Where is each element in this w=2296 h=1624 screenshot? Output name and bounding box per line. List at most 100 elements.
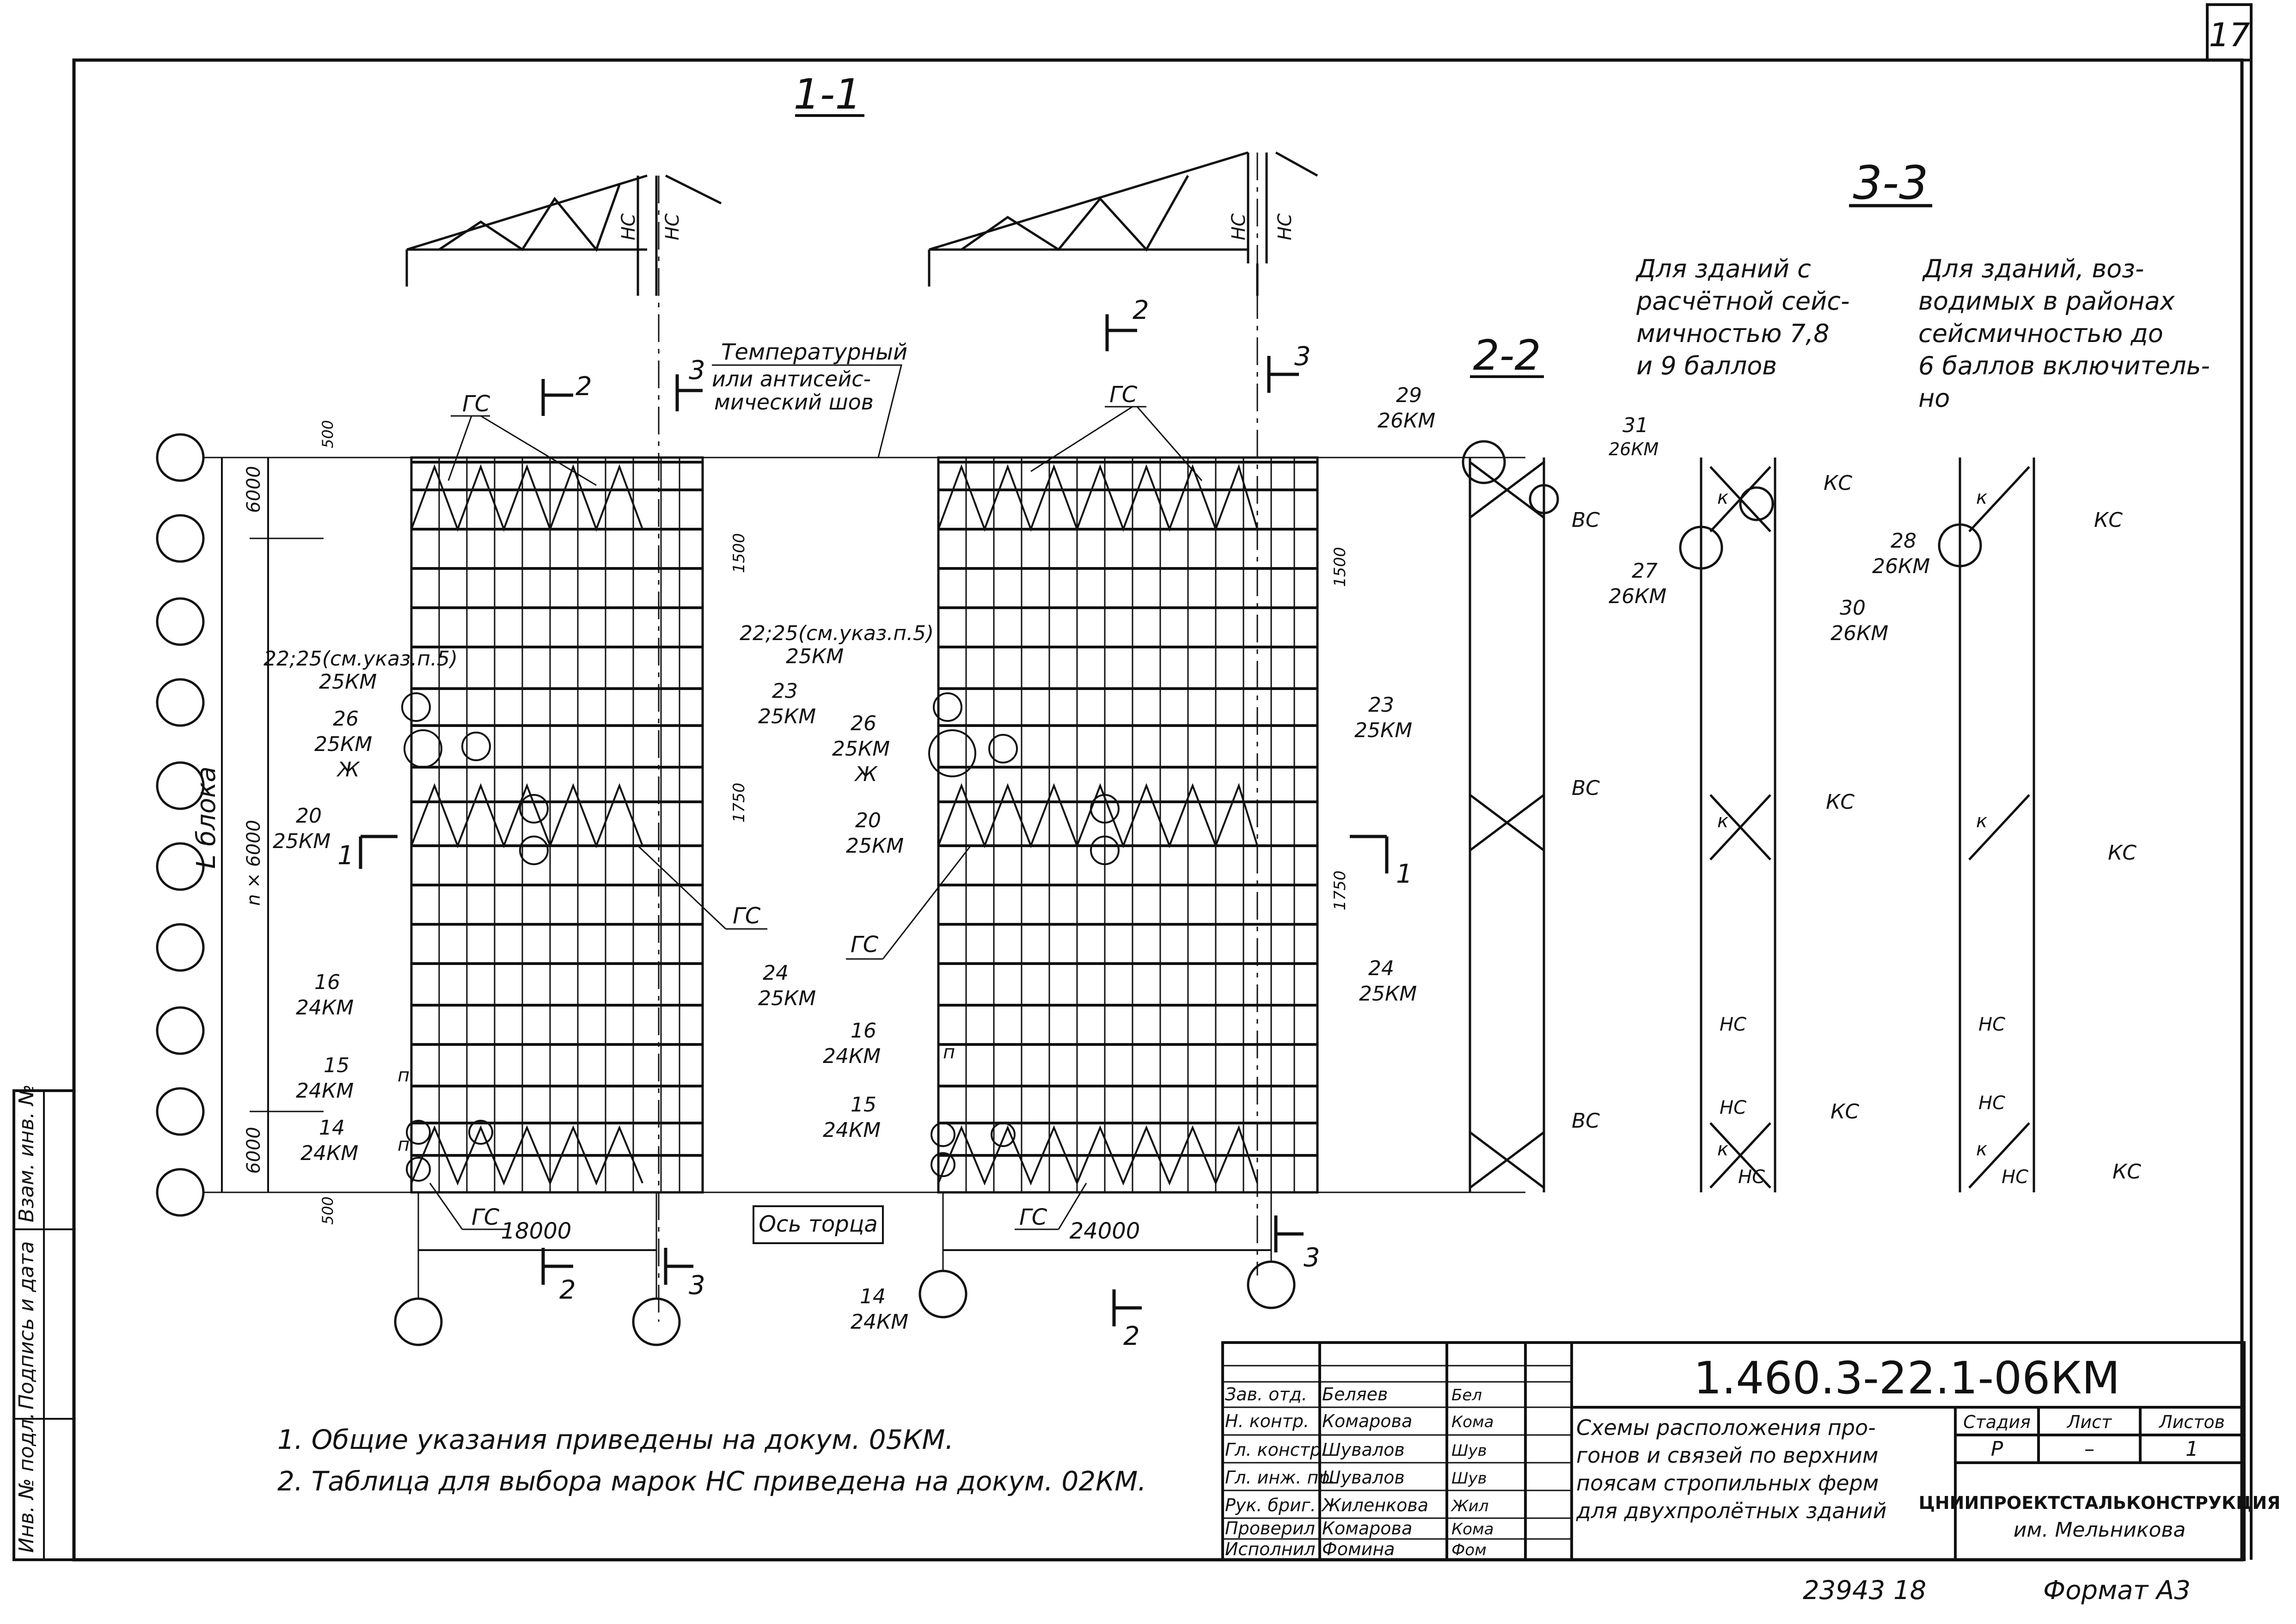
- desc-right-4: 6 баллов включитель-: [1918, 351, 2210, 380]
- stage-value: Р: [1991, 1437, 2003, 1461]
- section-1-1-title: 1-1: [794, 70, 862, 119]
- section-2-2-title: 2-2: [1473, 331, 1541, 380]
- tb-name-2: Шувалов: [1322, 1440, 1405, 1460]
- axis-markers: [156, 433, 1296, 1346]
- tb-name-0: Беляев: [1322, 1384, 1388, 1404]
- callout-28: 28: [1891, 529, 1916, 553]
- l-block-label: L блока: [191, 766, 221, 869]
- callout-20-left: 20: [296, 804, 322, 828]
- tb-sign-0: Бел: [1451, 1386, 1482, 1404]
- axis-torca-label: Ось торца: [759, 1211, 878, 1237]
- title-block: [1221, 1341, 2246, 1561]
- sheet-value: –: [2084, 1437, 2094, 1461]
- k-label-5: к: [1976, 811, 1987, 832]
- desc-left-4: и 9 баллов: [1636, 351, 1777, 380]
- gc-label-top-left: ГС: [462, 391, 490, 417]
- doc-code: 1.460.3-22.1-06КМ: [1694, 1352, 2120, 1404]
- sec-mark-1b: 1: [1396, 859, 1413, 889]
- sheets-value: 1: [2186, 1437, 2198, 1461]
- temp-joint-line-3: мический шов: [714, 390, 874, 415]
- kc-label-5: КС: [2108, 841, 2137, 865]
- kc-label-2: КС: [1826, 790, 1855, 814]
- dim-1750-right: 1750: [1331, 870, 1349, 910]
- dim-6000-bottom: 6000: [243, 1127, 264, 1174]
- sec-mark-3b: 3: [1294, 342, 1311, 372]
- desc-left-3: мичностью 7,8: [1636, 319, 1830, 348]
- nc-label-33-4: НС: [1978, 1014, 2005, 1035]
- callout-20-km-right: 25КМ: [846, 834, 904, 858]
- span-left-dim: 18000: [501, 1218, 572, 1244]
- gc-label-mid-right: ГС: [851, 932, 879, 958]
- gc-label-mid-left: ГС: [733, 903, 761, 929]
- dim-500-bottom: 500: [319, 1197, 337, 1225]
- callout-16-right: 16: [851, 1019, 876, 1043]
- tb-name-4: Жиленкова: [1321, 1495, 1428, 1515]
- n-label-right: п: [943, 1042, 955, 1063]
- callout-15-km-right: 24КМ: [823, 1118, 881, 1142]
- org-name-2: им. Мельникова: [2014, 1518, 2186, 1542]
- note-1: 1. Общие указания приведены на докум. 05…: [277, 1424, 954, 1455]
- callout-28-km: 26КМ: [1872, 555, 1930, 578]
- doc-title-line-2: гонов и связей по верхним: [1576, 1443, 1878, 1468]
- inv-podl-label: Инв. № подл.: [15, 1412, 38, 1553]
- sec-mark-1a: 1: [337, 841, 354, 871]
- callout-zh-right: Ж: [854, 763, 878, 786]
- callout-24-km-right: 25КМ: [1359, 982, 1417, 1006]
- tb-role-1: Н. контр.: [1225, 1411, 1309, 1431]
- format-label: Формат А3: [2043, 1575, 2191, 1606]
- callout-20-right: 20: [855, 809, 881, 832]
- doc-title-line-4: для двухпролётных зданий: [1576, 1498, 1886, 1523]
- tb-name-1: Комарова: [1322, 1411, 1412, 1431]
- callout-31-km: 26КМ: [1609, 439, 1659, 459]
- callout-14-left: 14: [319, 1116, 345, 1140]
- callout-29-km: 26КМ: [1378, 409, 1435, 433]
- callout-22-km-left: 25КМ: [319, 670, 377, 694]
- stage-label: Стадия: [1963, 1412, 2031, 1432]
- callout-23-right: 23: [1368, 693, 1394, 717]
- section-3-3-frame-left: [1679, 458, 1776, 1192]
- desc-right-2: водимых в районах: [1918, 287, 2175, 316]
- desc-right-3: сейсмичностью до: [1918, 319, 2163, 348]
- section-3-3-frame-right: [1938, 458, 2035, 1192]
- desc-right-5: но: [1918, 384, 1950, 413]
- vc-label-1: ВС: [1572, 508, 1600, 532]
- desc-left-2: расчётной сейс-: [1636, 287, 1849, 316]
- tb-name-3: Шувалов: [1322, 1467, 1405, 1488]
- kc-label-1: КС: [1824, 471, 1852, 495]
- callout-22-km-right: 25КМ: [786, 645, 844, 668]
- org-name: ЦНИИПРОЕКТСТАЛЬКОНСТРУКЦИЯ: [1919, 1493, 2281, 1513]
- tb-sign-6: Фом: [1451, 1541, 1487, 1559]
- dim-500-top: 500: [319, 420, 337, 448]
- nc-label-right-2: НС: [1274, 214, 1296, 240]
- callout-zh-left: Ж: [336, 758, 360, 781]
- vc-label-2: ВС: [1572, 776, 1600, 800]
- tb-role-6: Исполнил: [1225, 1539, 1316, 1559]
- callout-15-left: 15: [324, 1054, 349, 1077]
- nc-label-33-6: НС: [2002, 1166, 2028, 1188]
- callout-27-km: 26КМ: [1609, 585, 1666, 608]
- tb-role-2: Гл. констр.: [1225, 1440, 1327, 1460]
- span-right-dim: 24000: [1070, 1218, 1140, 1244]
- podpis-data-label: Подпись и дата: [15, 1241, 38, 1410]
- kc-label-4: КС: [2094, 508, 2123, 532]
- n-label-left-1: п: [398, 1065, 410, 1086]
- gc-label-bottom-right: ГС: [1019, 1204, 1047, 1230]
- sec-mark-3a: 3: [689, 355, 705, 385]
- bottom-number: 23943 18: [1803, 1575, 1926, 1606]
- nc-label-33-2: НС: [1720, 1097, 1746, 1118]
- callout-circles: [401, 692, 1120, 1182]
- callout-26-right: 26: [851, 712, 876, 735]
- section-3-3-title: 3-3: [1853, 156, 1928, 210]
- dim-1500-left: 1500: [730, 533, 748, 573]
- callout-24-km-left: 25КМ: [758, 987, 816, 1010]
- callout-14-km-right: 24КМ: [851, 1310, 908, 1334]
- callout-24-left: 24: [763, 961, 789, 985]
- k-label-6: к: [1976, 1139, 1987, 1160]
- tb-role-5: Проверил: [1225, 1518, 1315, 1539]
- dim-1500-right: 1500: [1331, 547, 1349, 587]
- nc-label-left-2: НС: [662, 214, 683, 240]
- k-label-3: к: [1717, 1139, 1728, 1160]
- dim-6000-top: 6000: [243, 466, 264, 513]
- sec-mark-2c: 2: [559, 1275, 576, 1305]
